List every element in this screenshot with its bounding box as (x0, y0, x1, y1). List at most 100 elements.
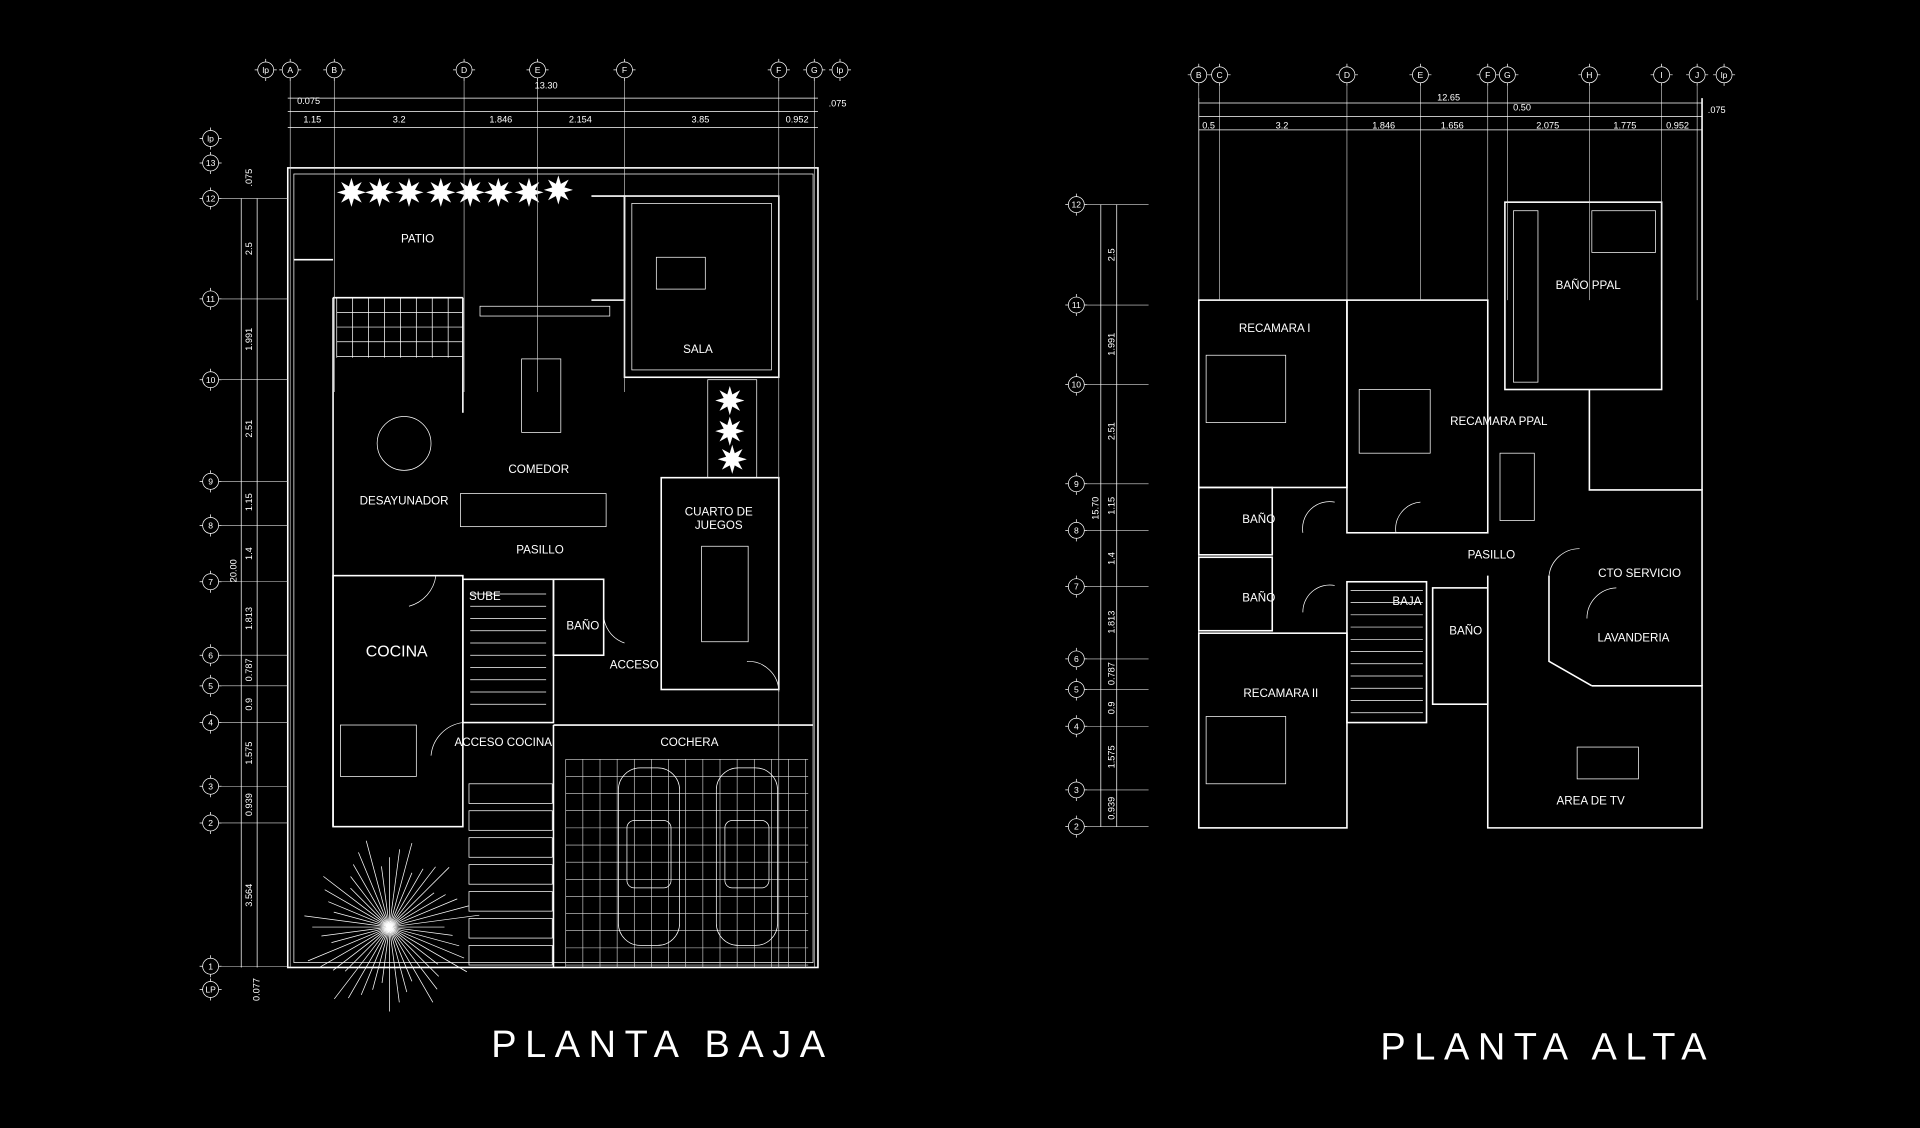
room-label: RECAMARA I (1239, 322, 1311, 335)
depth-dim: 0.9 (244, 698, 254, 711)
width-dim: 1.846 (489, 115, 512, 125)
row-axis-bubble-label: 5 (208, 681, 213, 691)
room-label: AREA DE TV (1556, 795, 1625, 808)
room-label: ACCESO (610, 659, 659, 672)
width-dim: 3.2 (393, 115, 406, 125)
room-label: SUBE (469, 590, 501, 603)
column-axis-bubble-label: lp (1721, 70, 1728, 80)
column-axis-bubble: J (1686, 63, 1709, 86)
row-axis-bubble-label: 8 (1074, 525, 1079, 535)
width-dim: 1.775 (1613, 121, 1636, 131)
depth-dim: 0.077 (252, 978, 262, 1001)
row-axis-bubble: 5 (199, 674, 222, 697)
column-axis-bubble: D (453, 58, 476, 81)
planta-baja-plan (286, 167, 819, 1012)
row-axis-bubble-label: 2 (1074, 822, 1079, 832)
depth-dim: 3.564 (244, 884, 254, 907)
planta-alta-title: PLANTA ALTA (1380, 1026, 1715, 1068)
column-axis-bubble: E (526, 58, 549, 81)
column-axis-bubble-label: C (1216, 70, 1222, 80)
depth-dim: 1.991 (1106, 333, 1116, 356)
column-axis-bubble-label: A (287, 65, 293, 75)
planta-baja-walls (286, 167, 819, 969)
room-label: BAJA (1392, 595, 1421, 608)
row-axis-bubble-label: 6 (1074, 654, 1079, 664)
row-axis-bubble: 5 (1065, 678, 1088, 701)
overall-depth-dim: 20.00 (228, 559, 238, 582)
width-dim: 0.952 (1666, 121, 1689, 131)
depth-dim: 1.991 (244, 328, 254, 351)
room-label: ACCESO COCINA (454, 736, 552, 749)
row-axis-bubble: 7 (199, 570, 222, 593)
column-axis-bubble: H (1578, 63, 1601, 86)
column-axis-bubble: F (1476, 63, 1499, 86)
row-axis-bubble: 6 (199, 644, 222, 667)
width-dim: 3.2 (1276, 121, 1289, 131)
row-axis-bubble: 11 (199, 287, 222, 310)
room-label: CUARTO DE (685, 506, 753, 519)
width-dim: 0.5 (1202, 121, 1215, 131)
depth-dim: 0.787 (1106, 662, 1116, 685)
width-dim: 2.075 (1536, 121, 1559, 131)
depth-dim: 1.15 (1106, 497, 1116, 515)
column-axis-bubble-label: B (331, 65, 337, 75)
row-axis-bubble-label: 7 (1074, 582, 1079, 592)
depth-dim: 1.15 (244, 493, 254, 511)
offset-dim: .075 (1708, 105, 1726, 115)
overall-width-dim: 12.65 (1437, 93, 1460, 103)
car-icon (618, 767, 680, 946)
depth-dim: 1.575 (244, 742, 254, 765)
depth-dim: 1.4 (244, 547, 254, 560)
column-axis-bubble-label: lp (837, 65, 844, 75)
overall-depth-dim: 15.70 (1090, 497, 1100, 520)
planta-alta-walls (1197, 98, 1703, 829)
tree-icon (426, 177, 456, 207)
row-axis-bubble: 11 (1065, 294, 1088, 317)
column-axis-bubble: lp (1713, 63, 1736, 86)
depth-dim: 1.575 (1106, 745, 1116, 768)
depth-dim: 2.51 (244, 420, 254, 438)
row-axis-bubble-label: 1 (208, 961, 213, 971)
column-axis-bubble-label: J (1695, 70, 1699, 80)
row-axis-bubble: 4 (1065, 715, 1088, 738)
tree-icon (715, 385, 745, 416)
depth-dim: .075 (244, 169, 254, 187)
tree-icon (514, 177, 544, 207)
column-axis-bubble: C (1208, 63, 1231, 86)
room-label: PASILLO (1468, 548, 1516, 561)
column-axis-bubble: A (279, 58, 302, 81)
tree-icon (365, 177, 395, 207)
column-axis-bubble-label: E (1418, 70, 1424, 80)
row-axis-bubble: 10 (1065, 373, 1088, 396)
offset-dim: .075 (829, 99, 847, 109)
room-label: CTO SERVICIO (1598, 567, 1681, 580)
depth-dim: 1.813 (1106, 611, 1116, 634)
depth-dim: 0.939 (244, 793, 254, 816)
row-axis-bubble-label: 11 (206, 294, 215, 304)
tree-icon (717, 444, 747, 474)
tree-icon (715, 416, 745, 446)
room-label: SALA (683, 343, 713, 356)
row-axis-bubble: 12 (1065, 193, 1088, 216)
row-axis-bubble: 4 (199, 711, 222, 734)
planta-baja-title: PLANTA BAJA (491, 1024, 833, 1066)
room-label: BAÑO (566, 620, 599, 633)
tree-icon (336, 177, 366, 207)
row-axis-bubble-label: LP (205, 985, 216, 995)
column-axis-bubble-label: G (1504, 70, 1511, 80)
room-label: PATIO (401, 233, 434, 246)
depth-dim: 0.9 (1106, 701, 1116, 714)
column-axis-bubble: E (1409, 63, 1432, 86)
row-axis-bubble: 8 (199, 514, 222, 537)
room-label: COMEDOR (508, 463, 569, 476)
room-label: BAÑO PPAL (1556, 279, 1622, 292)
row-axis-bubble: 1 (199, 955, 222, 978)
row-axis-bubble: LP (199, 978, 222, 1001)
column-axis-bubble: I (1650, 63, 1673, 86)
room-label: RECAMARA II (1243, 687, 1318, 700)
row-axis-bubble: 7 (1065, 575, 1088, 598)
row-axis-bubble-label: 2 (208, 818, 213, 828)
